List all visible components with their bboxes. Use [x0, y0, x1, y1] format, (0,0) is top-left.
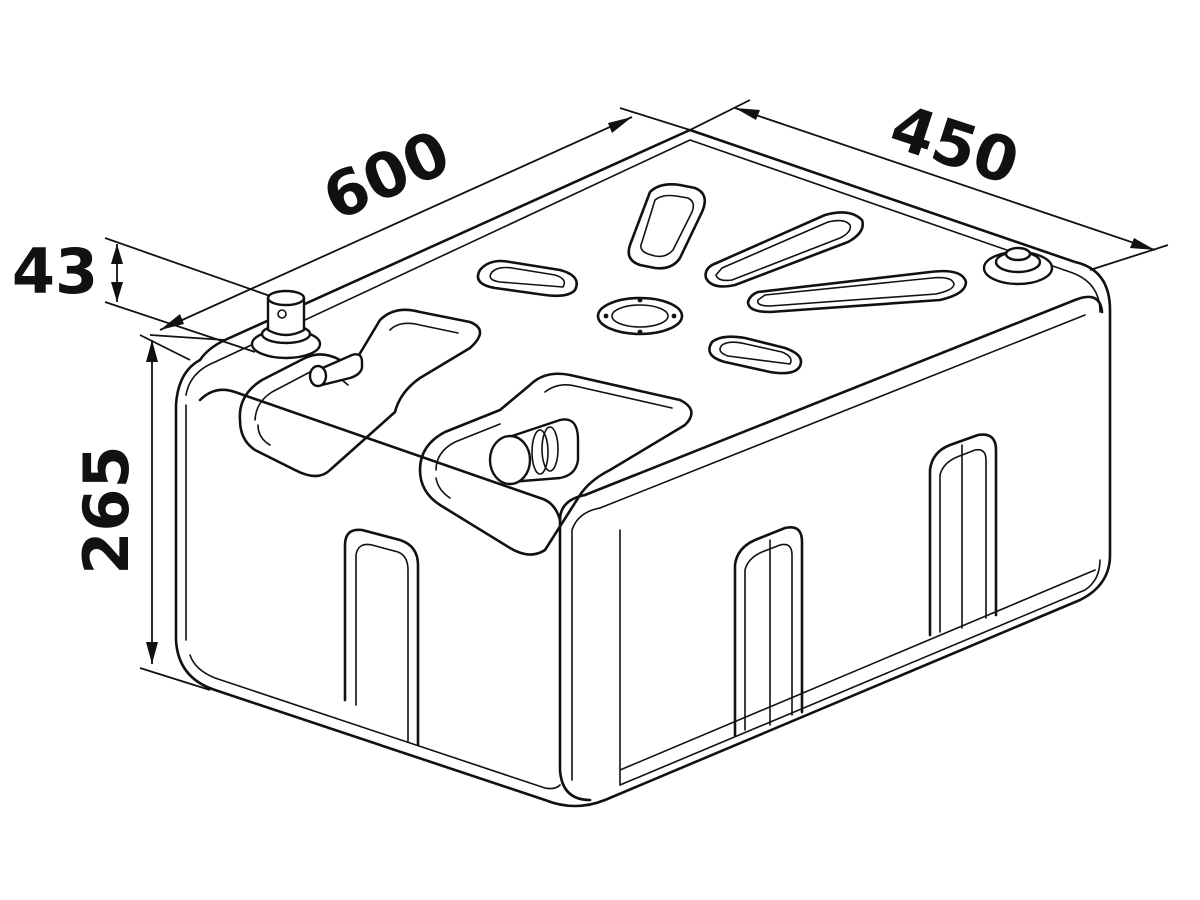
dim-43-label: 43 — [12, 235, 98, 308]
top-slot-center-vertical — [627, 183, 707, 270]
strap-recess-long-side-2-inner — [939, 448, 987, 633]
dim-265-label: 265 — [70, 445, 143, 574]
top-slot-front — [708, 335, 803, 375]
pocket-left — [238, 308, 482, 478]
top-slot-diagonal-lower — [746, 269, 968, 314]
dim-600-arrow-end — [608, 117, 632, 133]
dim-450-line — [734, 107, 1156, 251]
dim-265-extension-top — [139, 334, 191, 361]
short-side-top-edge — [198, 388, 562, 522]
dimension-lines — [104, 99, 1169, 691]
dim-265-extension-bottom — [139, 667, 211, 691]
inspection-port-inner — [611, 304, 669, 328]
dim-43-extension-top — [104, 237, 271, 297]
pocket-right-inner — [435, 384, 673, 499]
outlet-fitting-ring — [541, 426, 559, 472]
bottom-skirt-long — [619, 559, 1101, 786]
vent-fitting-hole — [277, 309, 287, 319]
inspection-port-bolt — [603, 313, 609, 319]
tank-body — [174, 128, 1112, 808]
strap-recess-long-side-1-inner — [744, 543, 793, 731]
top-slot-front-inner — [719, 341, 792, 365]
top-slot-left-inner — [489, 266, 566, 288]
inspection-port-bolt — [671, 313, 677, 319]
top-slot-diagonal-upper — [704, 211, 864, 288]
dim-600-extension-left — [149, 334, 226, 341]
top-slot-diagonal-lower-inner — [756, 276, 955, 307]
inspection-port — [596, 296, 684, 336]
long-side-top-edge-inner — [599, 314, 1086, 509]
dimension-labels: 600 450 265 43 — [12, 90, 1028, 575]
dim-450-arrow-end — [1130, 238, 1155, 250]
dim-265-arrow-top — [146, 340, 158, 362]
dim-450-arrow-start — [735, 108, 760, 120]
outlet-fitting-face — [488, 434, 532, 486]
filler-cap-top — [1004, 246, 1032, 262]
top-slot-center-vertical-inner — [640, 194, 695, 258]
dim-450-extension-left — [689, 99, 751, 131]
front-corner-edge-inner — [571, 507, 601, 781]
front-corner-edge — [558, 493, 592, 802]
dim-600-extension-right — [619, 107, 691, 131]
strap-recess-short-side-inner — [355, 543, 409, 743]
vent-fitting-top — [266, 289, 306, 307]
strap-recesses — [343, 433, 998, 747]
top-slot-diagonal-upper-inner — [715, 219, 852, 282]
outlet-fitting-ring — [531, 429, 549, 475]
long-side-top-edge — [583, 295, 1104, 497]
bottom-skirt-long-2 — [619, 569, 1096, 771]
tank-outline — [174, 128, 1112, 808]
dim-450-label: 450 — [882, 90, 1028, 199]
dim-600-label: 600 — [312, 116, 460, 235]
fittings — [250, 246, 1054, 486]
strap-recess-long-side-1 — [733, 526, 804, 737]
pocket-right — [418, 372, 693, 556]
strap-recess-short-side — [343, 528, 420, 747]
dim-43-arrow-bottom — [111, 282, 123, 302]
top-recesses — [476, 183, 968, 375]
bottom-skirt-short — [189, 654, 561, 790]
top-slot-left — [476, 259, 578, 298]
dim-43-extension-bottom — [104, 301, 256, 353]
dim-265-arrow-bottom — [146, 642, 158, 664]
dim-600-arrow-start — [160, 314, 184, 330]
dim-43-arrow-top — [111, 244, 123, 264]
side-nipple-left-end — [308, 364, 328, 388]
inspection-port-bolt — [637, 329, 643, 335]
top-rim-line — [185, 139, 1101, 396]
dim-450-extension-right — [1089, 244, 1169, 271]
inspection-port-bolt — [637, 297, 643, 303]
strap-recess-long-side-2 — [928, 433, 998, 637]
dim-600-line — [159, 116, 633, 331]
